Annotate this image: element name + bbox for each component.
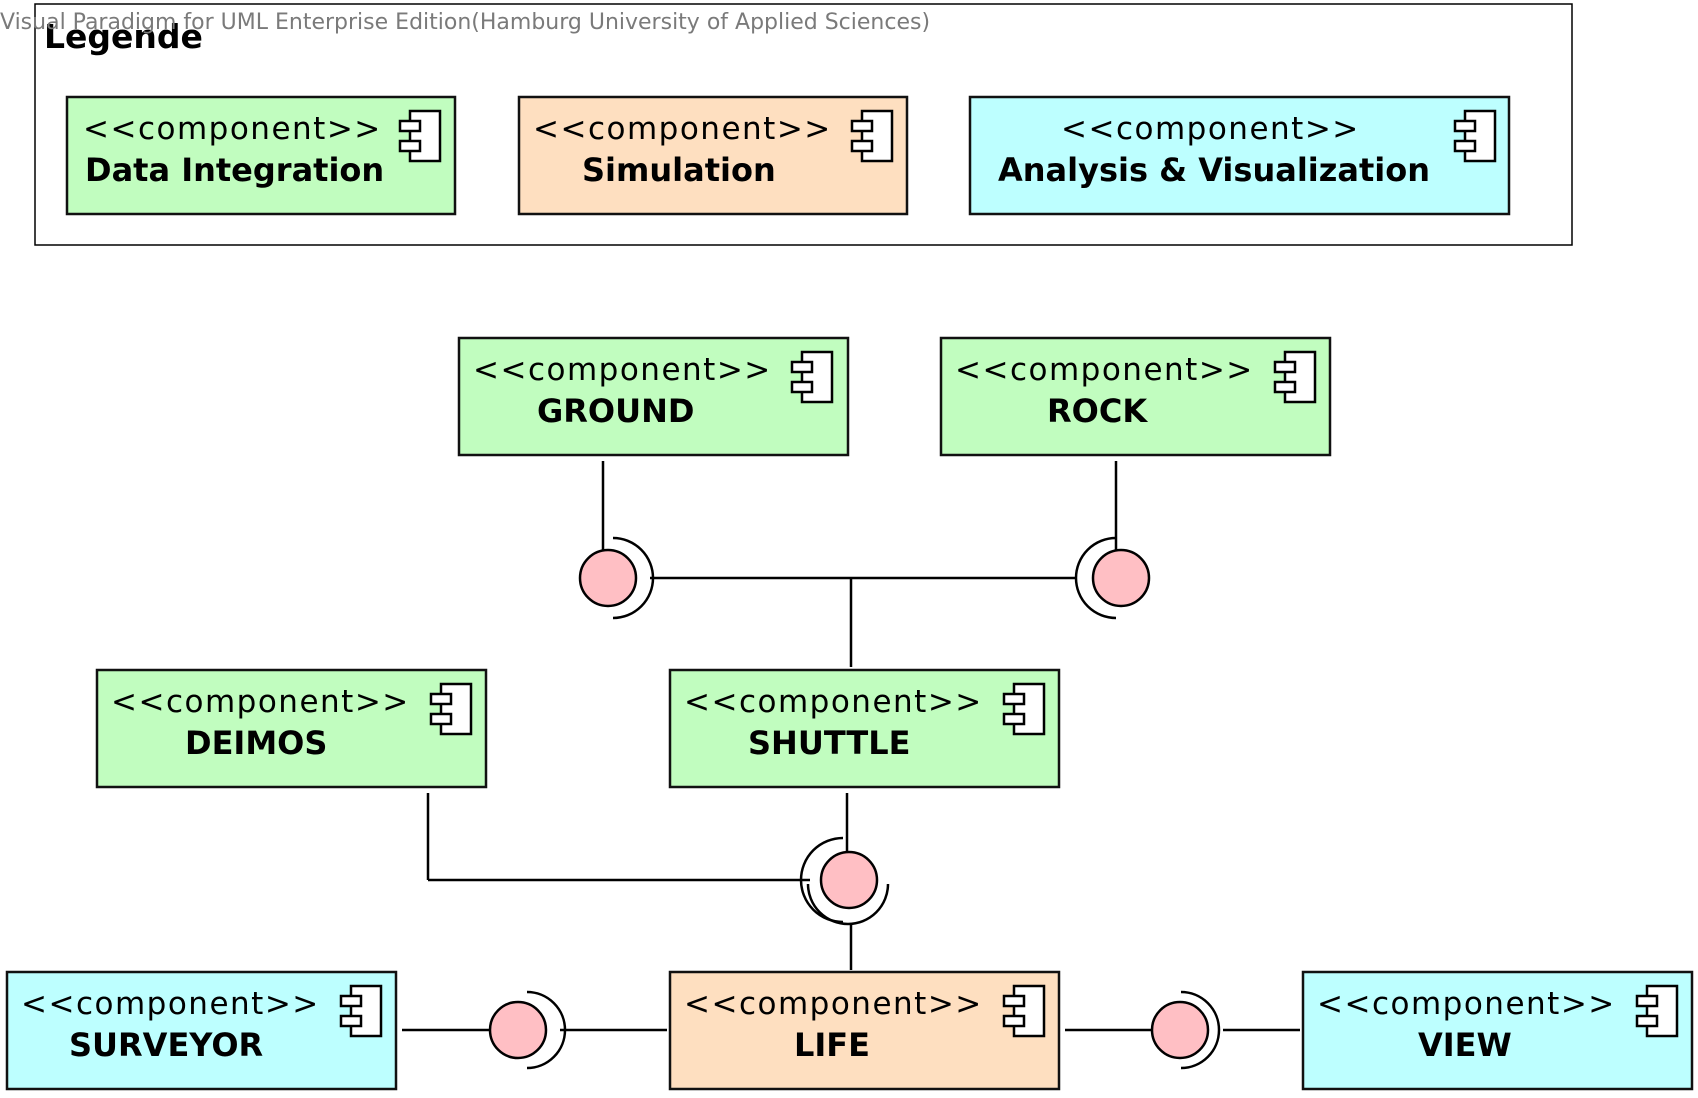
component-life[interactable]: <<component>> LIFE	[668, 970, 1061, 1091]
component-stereotype: <<component>>	[1317, 986, 1616, 1022]
interface-balls	[488, 548, 1210, 1060]
component-name: LIFE	[794, 1026, 870, 1064]
component-box	[668, 668, 1061, 789]
interface-ball-icon	[819, 850, 879, 910]
watermark: Visual Paradigm for UML Enterprise Editi…	[0, 10, 930, 35]
component-rock[interactable]: <<component>> ROCK	[939, 336, 1332, 457]
component-ground[interactable]: <<component>> GROUND	[457, 336, 850, 457]
legend-item-stereotype: <<component>>	[83, 111, 382, 147]
component-name: SURVEYOR	[69, 1026, 263, 1064]
legend-item-name: Analysis & Visualization	[998, 151, 1430, 189]
component-shuttle[interactable]: <<component>> SHUTTLE	[668, 668, 1061, 789]
component-stereotype: <<component>>	[21, 986, 320, 1022]
interface-ball-icon	[488, 1000, 548, 1060]
legend-item-stereotype: <<component>>	[1061, 111, 1360, 147]
component-box	[1301, 970, 1694, 1091]
legend-item-name: Data Integration	[85, 151, 384, 189]
legend-item-stereotype: <<component>>	[533, 111, 832, 147]
socket-icon	[1180, 990, 1221, 1070]
component-name: DEIMOS	[185, 724, 327, 762]
component-box	[668, 970, 1061, 1091]
component-name: VIEW	[1418, 1026, 1512, 1064]
component-view[interactable]: <<component>> VIEW	[1301, 970, 1694, 1091]
component-box	[457, 336, 850, 457]
component-name: ROCK	[1047, 392, 1148, 430]
interface-sockets	[526, 536, 1221, 1070]
legend-item-name: Simulation	[582, 151, 776, 189]
legend-title: Legende	[44, 17, 203, 56]
component-stereotype: <<component>>	[684, 986, 983, 1022]
component-box	[5, 970, 398, 1091]
component-name: SHUTTLE	[748, 724, 910, 762]
component-deimos[interactable]: <<component>> DEIMOS	[95, 668, 488, 789]
component-stereotype: <<component>>	[684, 684, 983, 720]
component-stereotype: <<component>>	[955, 352, 1254, 388]
legend-item-simulation[interactable]: <<component>> Simulation	[517, 95, 909, 216]
legend-item-data-integration[interactable]: <<component>> Data Integration	[65, 95, 457, 216]
component-surveyor[interactable]: <<component>> SURVEYOR	[5, 970, 398, 1091]
component-name: GROUND	[537, 392, 694, 430]
legend-item-box	[517, 95, 909, 216]
interface-ball-icon	[578, 548, 638, 608]
socket-icon	[612, 536, 655, 620]
interface-ball-icon	[1150, 1000, 1210, 1060]
socket-icon	[526, 990, 567, 1070]
connectors	[402, 461, 1300, 1032]
legend-item-box	[968, 95, 1511, 216]
socket-icon	[806, 883, 890, 926]
component-stereotype: <<component>>	[473, 352, 772, 388]
socket-icon	[1074, 536, 1117, 620]
legend-item-analysis-visualization[interactable]: <<component>> Analysis & Visualization	[968, 95, 1511, 216]
legend-item-box	[65, 95, 457, 216]
component-stereotype: <<component>>	[111, 684, 410, 720]
component-box	[939, 336, 1332, 457]
legend: Legende <<component>> Data Integration <…	[34, 3, 1573, 246]
interface-ball-icon	[1091, 548, 1151, 608]
component-box	[95, 668, 488, 789]
